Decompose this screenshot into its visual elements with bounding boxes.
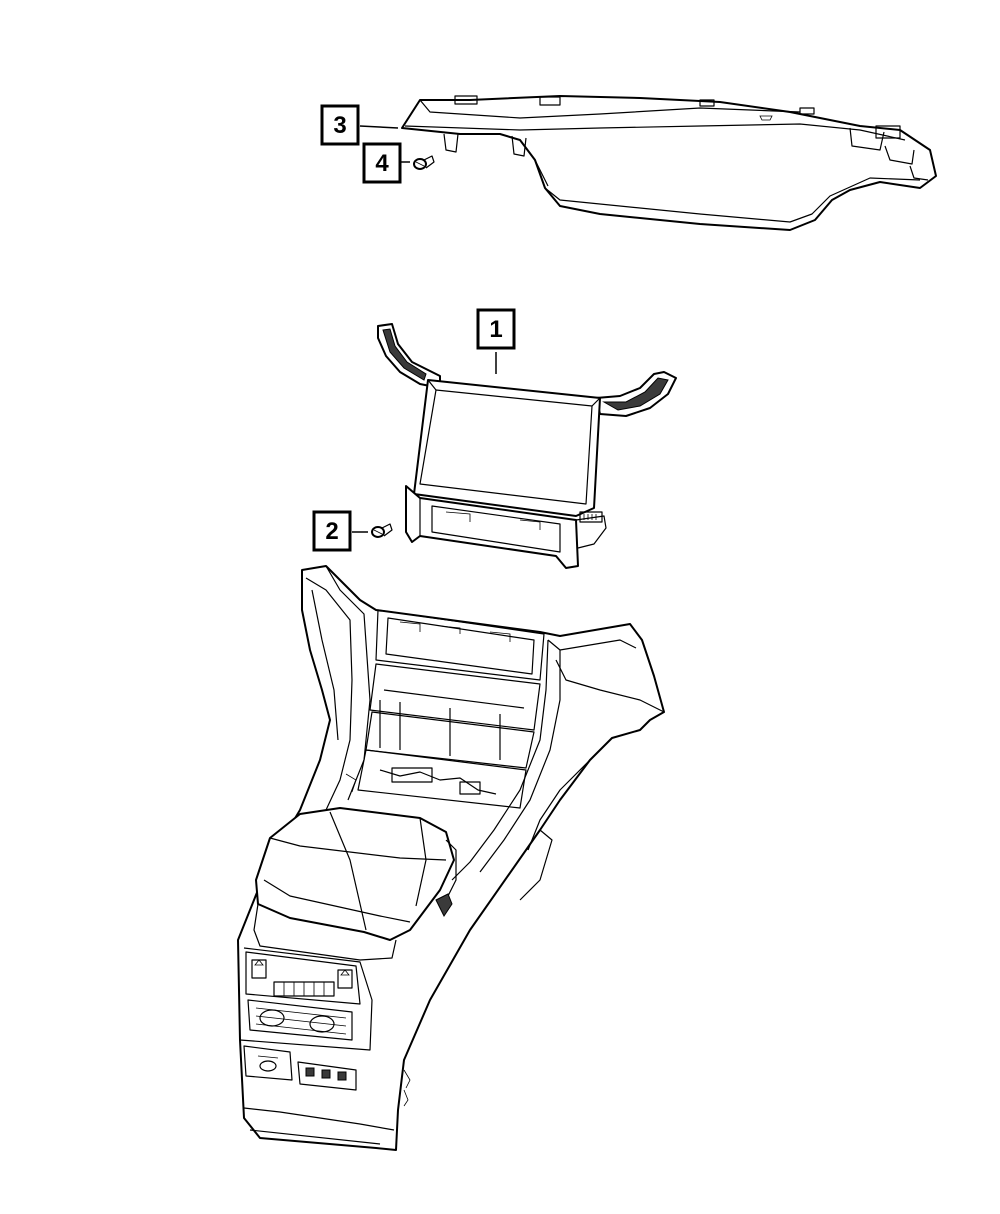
part-2-screw [371, 523, 393, 538]
callout-2-label: 2 [325, 518, 338, 545]
callout-2: 2 [312, 510, 352, 552]
callout-4: 4 [362, 142, 402, 184]
callout-4-label: 4 [375, 150, 389, 177]
part-3-console-trim-bezel [401, 95, 937, 231]
center-console-assembly [237, 565, 665, 1151]
callout-3-label: 3 [333, 112, 346, 139]
part-4-screw [413, 155, 435, 170]
callout-1-label: 1 [489, 316, 502, 343]
leader-line-3 [359, 125, 399, 129]
callout-3: 3 [320, 104, 360, 146]
part-1-display-module [377, 323, 677, 569]
callout-1: 1 [476, 308, 516, 350]
